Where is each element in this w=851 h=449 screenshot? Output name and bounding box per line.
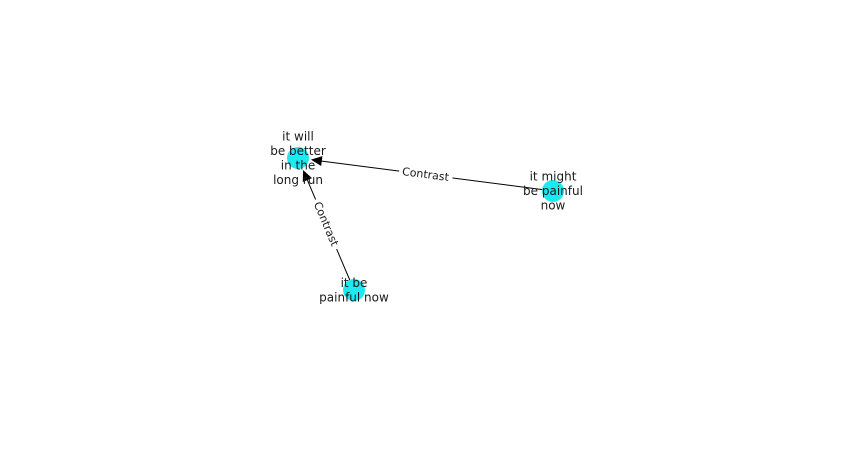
- node-label-line: be better: [270, 144, 326, 158]
- node-label-line: in the: [281, 158, 315, 172]
- node-circle-n2: [542, 180, 564, 202]
- arrow-head-icon: [310, 156, 323, 167]
- node-label-line: it might: [530, 170, 577, 184]
- edge-label-background: [308, 196, 344, 252]
- edge-label-background: [398, 163, 454, 186]
- node-label-line: now: [541, 199, 566, 213]
- node-label-line: it will: [282, 129, 314, 143]
- edge-label-text: Contrast: [401, 165, 450, 184]
- edge-label: Contrast: [308, 196, 344, 252]
- nodes-layer: [287, 147, 564, 301]
- node-label-line: long run: [273, 173, 323, 187]
- arrow-head-icon: [302, 169, 312, 183]
- edge-n3-n1: Contrast: [302, 169, 355, 291]
- node-label-line: painful now: [319, 290, 389, 304]
- node-label-line: it be: [341, 276, 368, 290]
- node-circle-n1: [287, 147, 309, 169]
- edge-label: Contrast: [398, 163, 454, 186]
- node-circle-n3: [343, 279, 365, 301]
- node-label-line: be painful: [523, 184, 583, 198]
- edge-n2-n1: Contrast: [310, 156, 554, 192]
